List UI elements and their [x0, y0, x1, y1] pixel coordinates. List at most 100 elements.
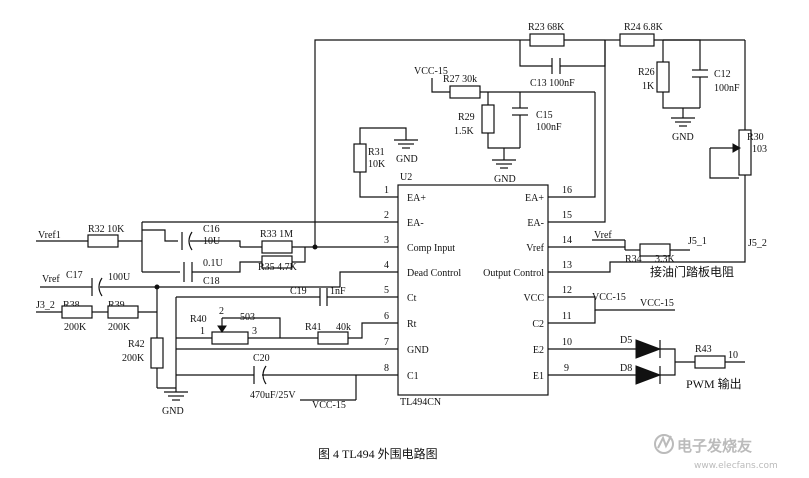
pin-3-name: Comp Input	[407, 243, 455, 254]
pin-4-name: Dead Control	[407, 268, 461, 279]
pin-2-num: 2	[384, 210, 389, 221]
r43-val: 10	[728, 350, 738, 361]
watermark-url: www.elecfans.com	[694, 461, 778, 471]
figure-caption: 图 4 TL494 外围电路图	[318, 446, 438, 461]
r29	[481, 104, 495, 134]
r38	[61, 305, 93, 319]
c15-val: 100nF	[536, 122, 562, 133]
r23	[529, 33, 565, 47]
elecfans-logo-icon	[654, 434, 674, 454]
pin-7-name: GND	[407, 345, 429, 356]
r30-ref: R30	[747, 132, 764, 143]
r26-ref: R26	[638, 67, 655, 78]
r34-val: 3.3K	[655, 254, 676, 265]
r41-ref: R41	[305, 322, 322, 333]
r41	[317, 331, 349, 345]
pin-10-name: E2	[533, 345, 544, 356]
pin-8-name: C1	[407, 371, 419, 382]
pin-15-num: 15	[562, 210, 572, 221]
r42-ref: R42	[128, 339, 145, 350]
pin-12-num: 12	[562, 285, 572, 296]
pwm-output-label: PWM 输出	[686, 376, 742, 391]
pedal-label: 接油门踏板电阻	[650, 264, 734, 279]
pin-16-name: EA+	[525, 193, 544, 204]
pin-1-name: EA+	[407, 193, 426, 204]
vcc15-top-label: VCC-15	[414, 66, 448, 77]
gnd-symbol-top-right	[671, 117, 695, 127]
pin-12-name: VCC	[523, 293, 544, 304]
r31-val: 10K	[368, 159, 386, 170]
pin-9-name: E1	[533, 371, 544, 382]
pin-8-num: 8	[384, 363, 389, 374]
pin-6-name: Rt	[407, 319, 417, 330]
r24-label: R24 6.8K	[624, 22, 664, 33]
r40	[211, 331, 249, 345]
vref-right-label: Vref	[594, 230, 612, 241]
r33	[261, 240, 293, 254]
r40-pin1: 3	[252, 326, 257, 337]
gnd-symbol-r31	[394, 139, 418, 149]
gnd-label-top-right: GND	[672, 132, 694, 143]
c12-ref: C12	[714, 69, 731, 80]
r31-ref: R31	[368, 147, 385, 158]
r40-ref: R40	[190, 314, 207, 325]
r29-ref: R29	[458, 112, 475, 123]
vref1-label: Vref1	[38, 230, 61, 241]
j3-2-label: J3_2	[36, 300, 55, 311]
gnd-label-c15: GND	[494, 174, 516, 185]
pin-14-name: Vref	[526, 243, 544, 254]
r35-label: R35 4.7K	[258, 262, 298, 273]
r30-val: 103	[752, 144, 767, 155]
pin-14-num: 14	[562, 235, 572, 246]
gnd-label-bottom-left: GND	[162, 406, 184, 417]
c19-ref: C19	[290, 286, 307, 297]
pin-5-name: Ct	[407, 293, 417, 304]
r39	[107, 305, 139, 319]
r32-label: R32 10K	[88, 224, 125, 235]
r26	[656, 61, 670, 93]
c15-ref: C15	[536, 110, 553, 121]
ic-ref: U2	[400, 172, 412, 183]
pin-11-name: C2	[532, 319, 544, 330]
c17-val: 100U	[108, 272, 131, 283]
r40-pin3: 1	[200, 326, 205, 337]
r27	[449, 85, 481, 99]
c13-label: C13 100nF	[530, 78, 575, 89]
r38-val: 200K	[64, 322, 87, 333]
c17-ref: C17	[66, 270, 83, 281]
r33-label: R33 1M	[260, 229, 293, 240]
c20-val: 470uF/25V	[250, 390, 296, 401]
r41-val: 40k	[336, 322, 351, 333]
gnd-symbol-c15	[492, 159, 516, 169]
vcc15-bottom-label: VCC-15	[312, 400, 346, 411]
vref-left-label: Vref	[42, 274, 60, 285]
r42	[150, 337, 164, 369]
pin-11-num: 11	[562, 311, 572, 322]
pin-7-num: 7	[384, 337, 389, 348]
c18-val: 0.1U	[203, 258, 224, 269]
r23-label: R23 68K	[528, 22, 565, 33]
pin-13-num: 13	[562, 260, 572, 271]
pin-3-num: 3	[384, 235, 389, 246]
ic-body	[397, 184, 549, 396]
c18-ref: C18	[203, 276, 220, 287]
vcc15-pin12-label: VCC-15	[592, 292, 626, 303]
pin-1-num: 1	[384, 185, 389, 196]
r34-ref: R34	[625, 254, 642, 265]
r31	[353, 143, 367, 173]
watermark-text: 电子发烧友	[677, 437, 752, 455]
pin-13-name: Output Control	[483, 268, 544, 279]
pin-5-num: 5	[384, 285, 389, 296]
r26-val: 1K	[642, 81, 655, 92]
r24	[619, 33, 655, 47]
pin-2-name: EA-	[407, 218, 424, 229]
pin-10-num: 10	[562, 337, 572, 348]
d8-label: D8	[620, 363, 632, 374]
pin-9-num: 9	[564, 363, 569, 374]
r27-label: R27 30k	[443, 74, 477, 85]
ic-right-pins	[548, 196, 578, 376]
r42-val: 200K	[122, 353, 145, 364]
d5-label: D5	[620, 335, 632, 346]
r43-ref: R43	[695, 344, 712, 355]
